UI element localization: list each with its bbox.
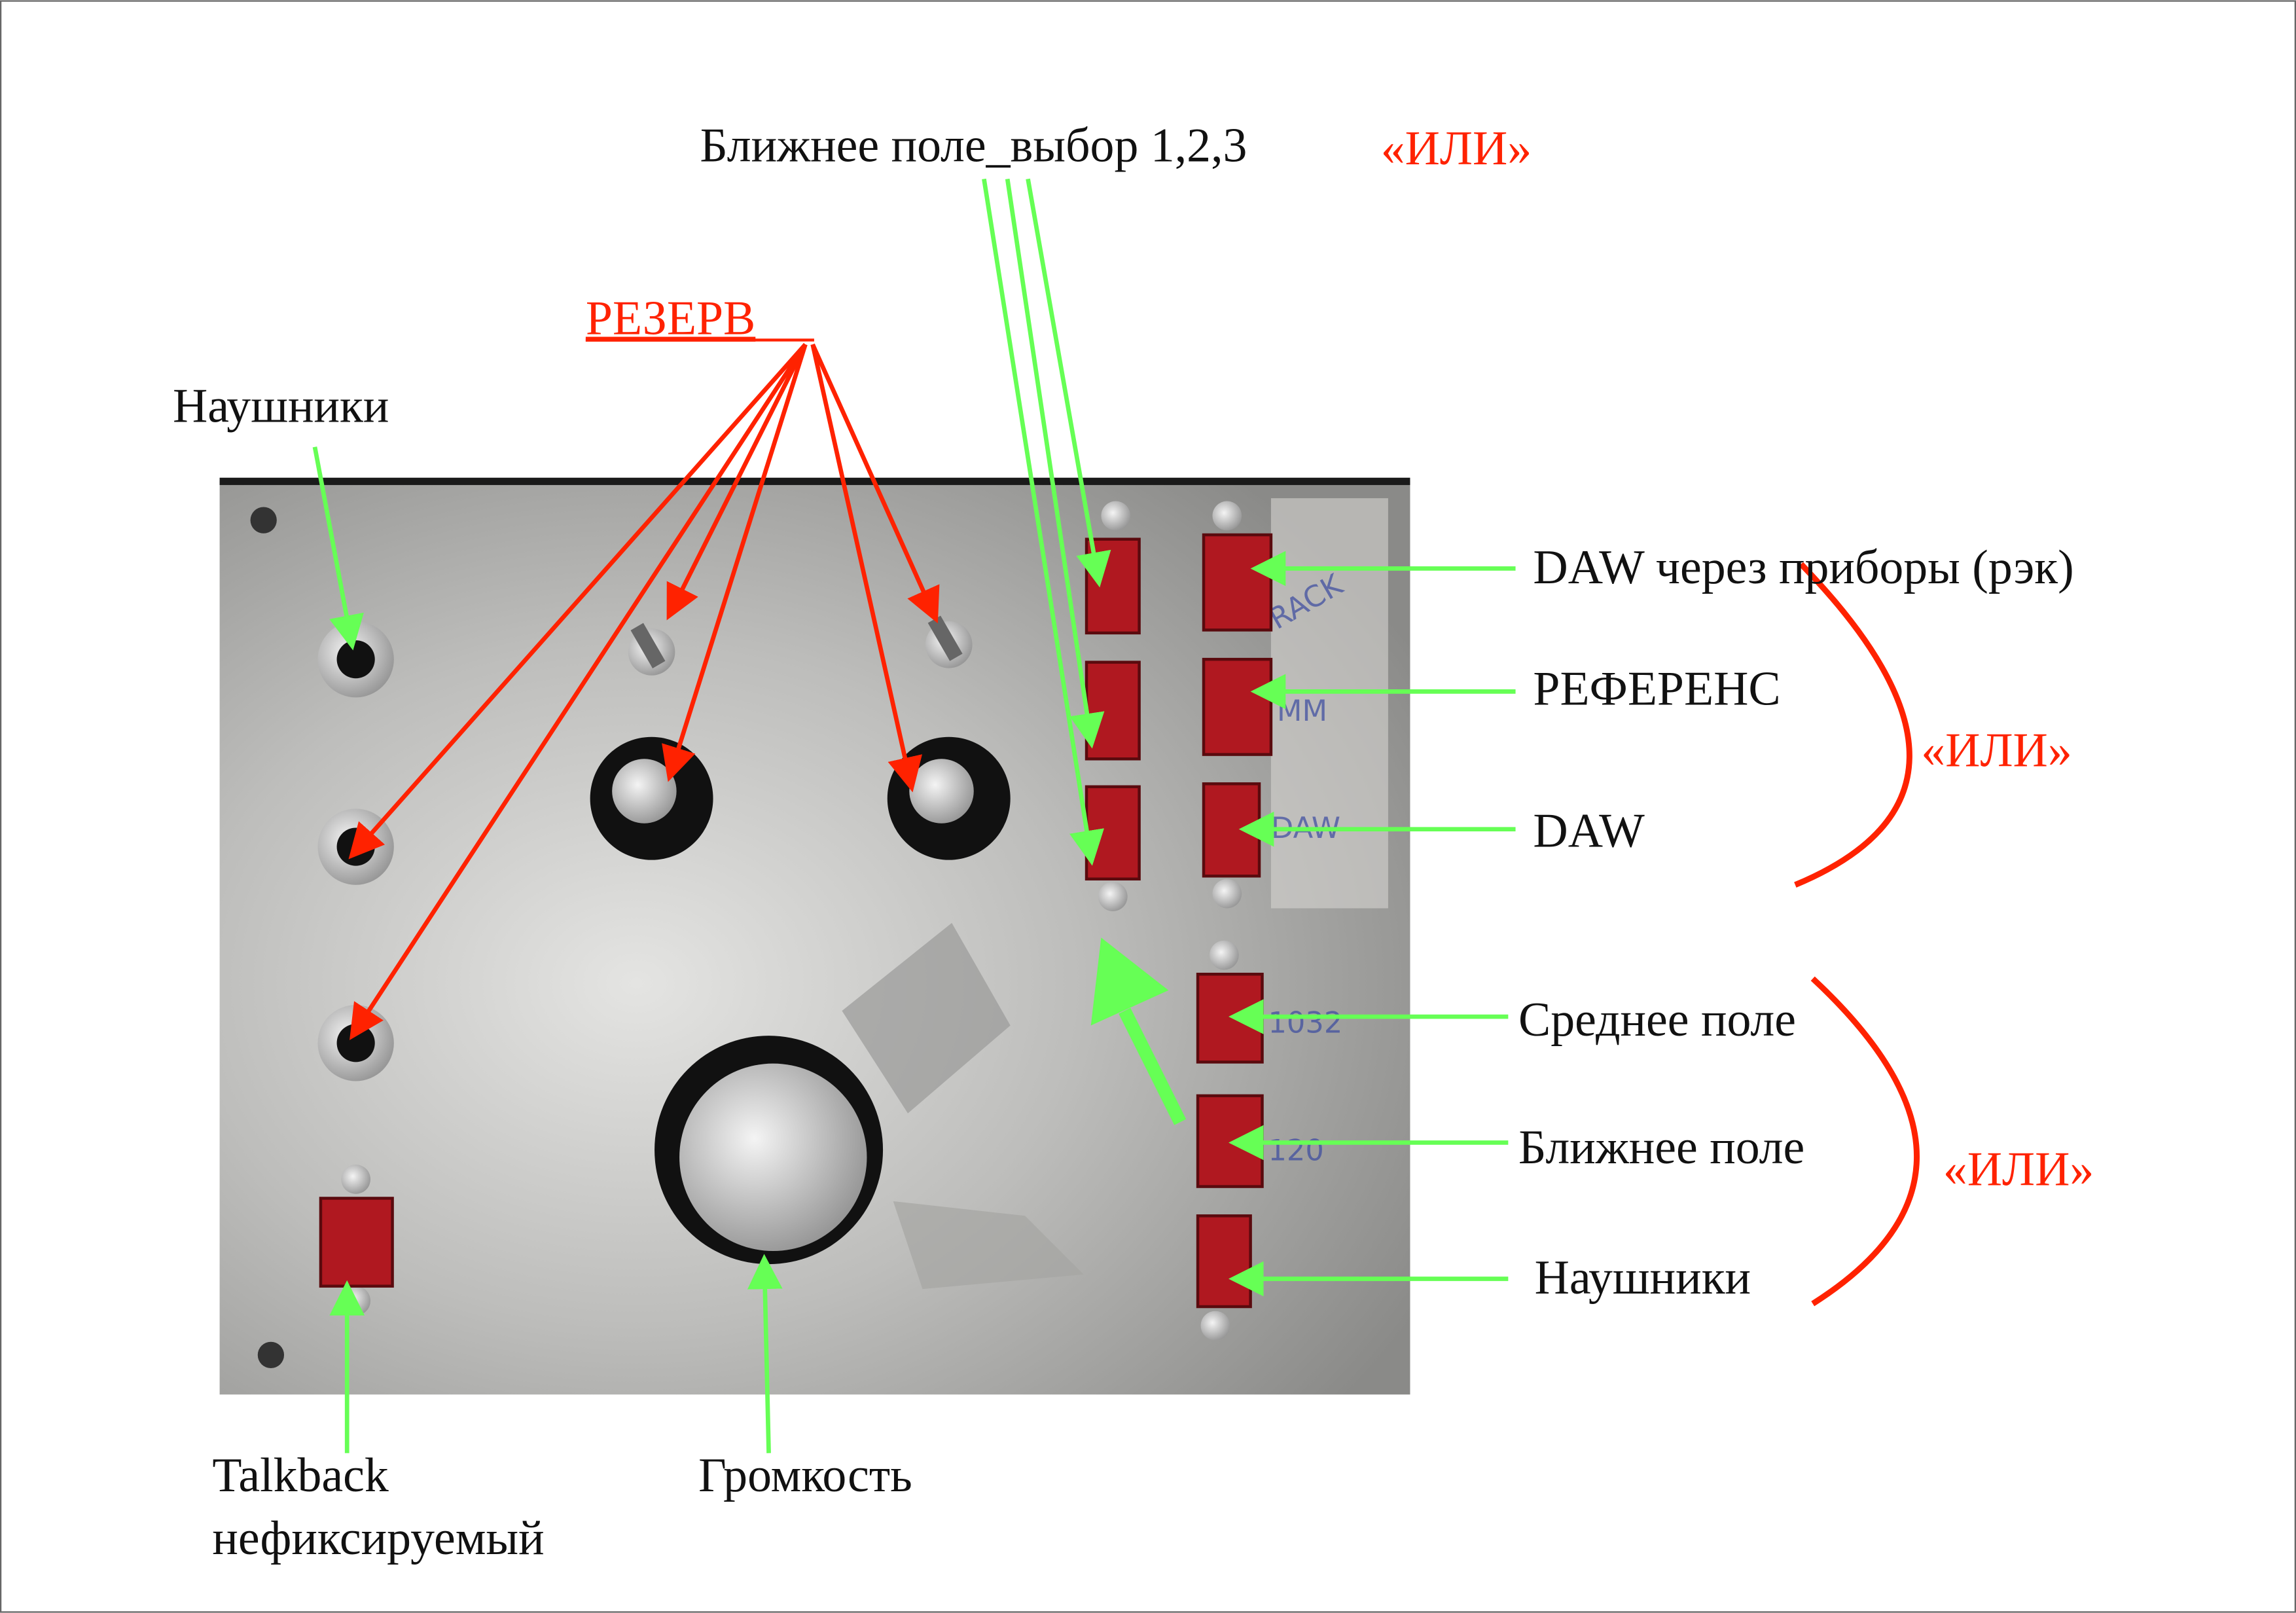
headphones-button	[1196, 1214, 1252, 1309]
talkback-button	[319, 1197, 394, 1288]
headphone-jack	[317, 621, 394, 698]
daw-label: DAW	[1533, 804, 1645, 858]
near-field-label: Ближнее поле	[1518, 1120, 1804, 1174]
big-green-arrow	[1090, 937, 1187, 1125]
volume-label: Громкость	[698, 1448, 912, 1502]
headphones-out-label: Наушники	[1535, 1250, 1751, 1304]
reference-button	[1202, 657, 1273, 756]
panel-photo: RACK MM DAW 1032 120	[219, 477, 1410, 1395]
daw-rack-label: DAW через приборы (рэк)	[1533, 540, 2073, 594]
talkback-label: Talkback	[212, 1448, 389, 1502]
headphones-jack-label: Наушники	[173, 379, 389, 433]
reserve-arrows	[348, 342, 940, 1040]
green-arrows	[312, 178, 1516, 1453]
svg-text:1032: 1032	[1268, 1006, 1342, 1040]
reserve-jack	[317, 1005, 394, 1081]
svg-text:MM: MM	[1277, 693, 1327, 728]
reserve-knob	[590, 736, 713, 860]
near-field-select-label: Ближнее поле_выбор 1,2,3	[700, 118, 1247, 172]
volume-knob	[655, 1036, 884, 1265]
reserve-toggle-switch	[628, 623, 675, 676]
or-label-source: «ИЛИ»	[1921, 723, 2072, 776]
reserve-toggle-switch	[925, 615, 973, 668]
tape	[893, 1201, 1084, 1290]
near-field-select-button-2	[1085, 661, 1141, 761]
near-field-select-button-3	[1085, 785, 1141, 880]
or-label-output: «ИЛИ»	[1943, 1142, 2094, 1195]
mid-field-label: Среднее поле	[1518, 992, 1796, 1046]
or-brace-source	[1794, 562, 1912, 888]
tape	[842, 922, 1011, 1114]
daw-rack-button	[1202, 533, 1273, 632]
talkback-sublabel: нефиксируемый	[212, 1511, 544, 1565]
or-brace-output	[1810, 976, 1920, 1307]
reserve-label: РЕЗЕРВ	[586, 291, 755, 344]
reference-label: РЕФЕРЕНС	[1533, 662, 1780, 716]
svg-text:120: 120	[1268, 1133, 1323, 1167]
or-label-top: «ИЛИ»	[1381, 121, 1532, 175]
